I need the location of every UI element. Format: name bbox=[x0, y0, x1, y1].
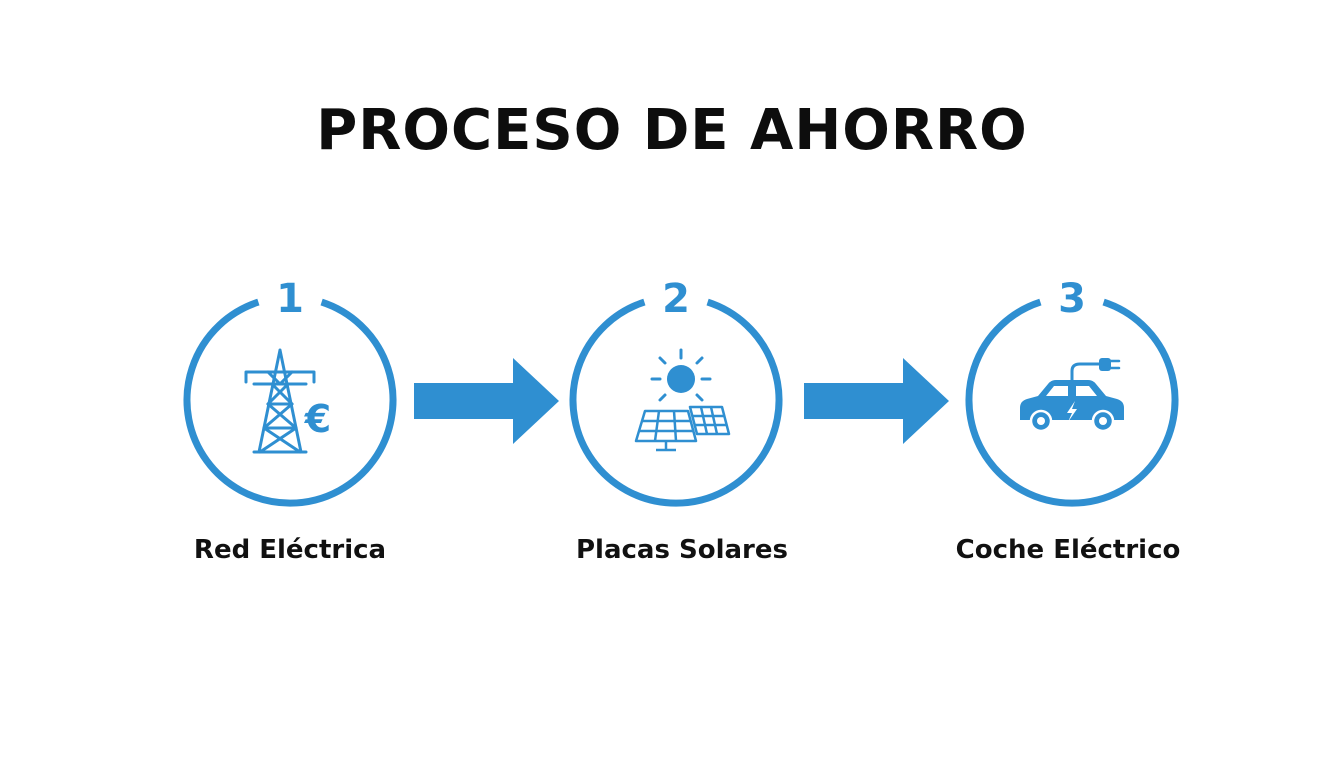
arrow-1-to-2 bbox=[414, 358, 559, 444]
step-2: 2 bbox=[569, 276, 783, 507]
euro-icon: € bbox=[304, 397, 331, 441]
page-title: PROCESO DE AHORRO bbox=[316, 98, 1028, 163]
arrow-2-to-3 bbox=[804, 358, 949, 444]
step-2-label: Placas Solares bbox=[576, 535, 788, 565]
electric-car-plug-icon bbox=[1020, 358, 1124, 433]
sun-solar-panels-icon bbox=[634, 348, 731, 452]
step-1-ring bbox=[183, 298, 397, 507]
step-1: 1 € bbox=[183, 276, 397, 507]
step-3-ring bbox=[965, 298, 1179, 507]
step-2-ring bbox=[569, 298, 783, 507]
step-3: 3 bbox=[965, 276, 1179, 507]
step-3-number: 3 bbox=[1058, 276, 1086, 322]
power-tower-euro-icon bbox=[244, 348, 316, 454]
step-3-label: Coche Eléctrico bbox=[955, 535, 1181, 565]
step-1-label: Red Eléctrica bbox=[193, 535, 387, 565]
step-2-number: 2 bbox=[662, 276, 690, 322]
step-1-number: 1 bbox=[276, 276, 304, 322]
